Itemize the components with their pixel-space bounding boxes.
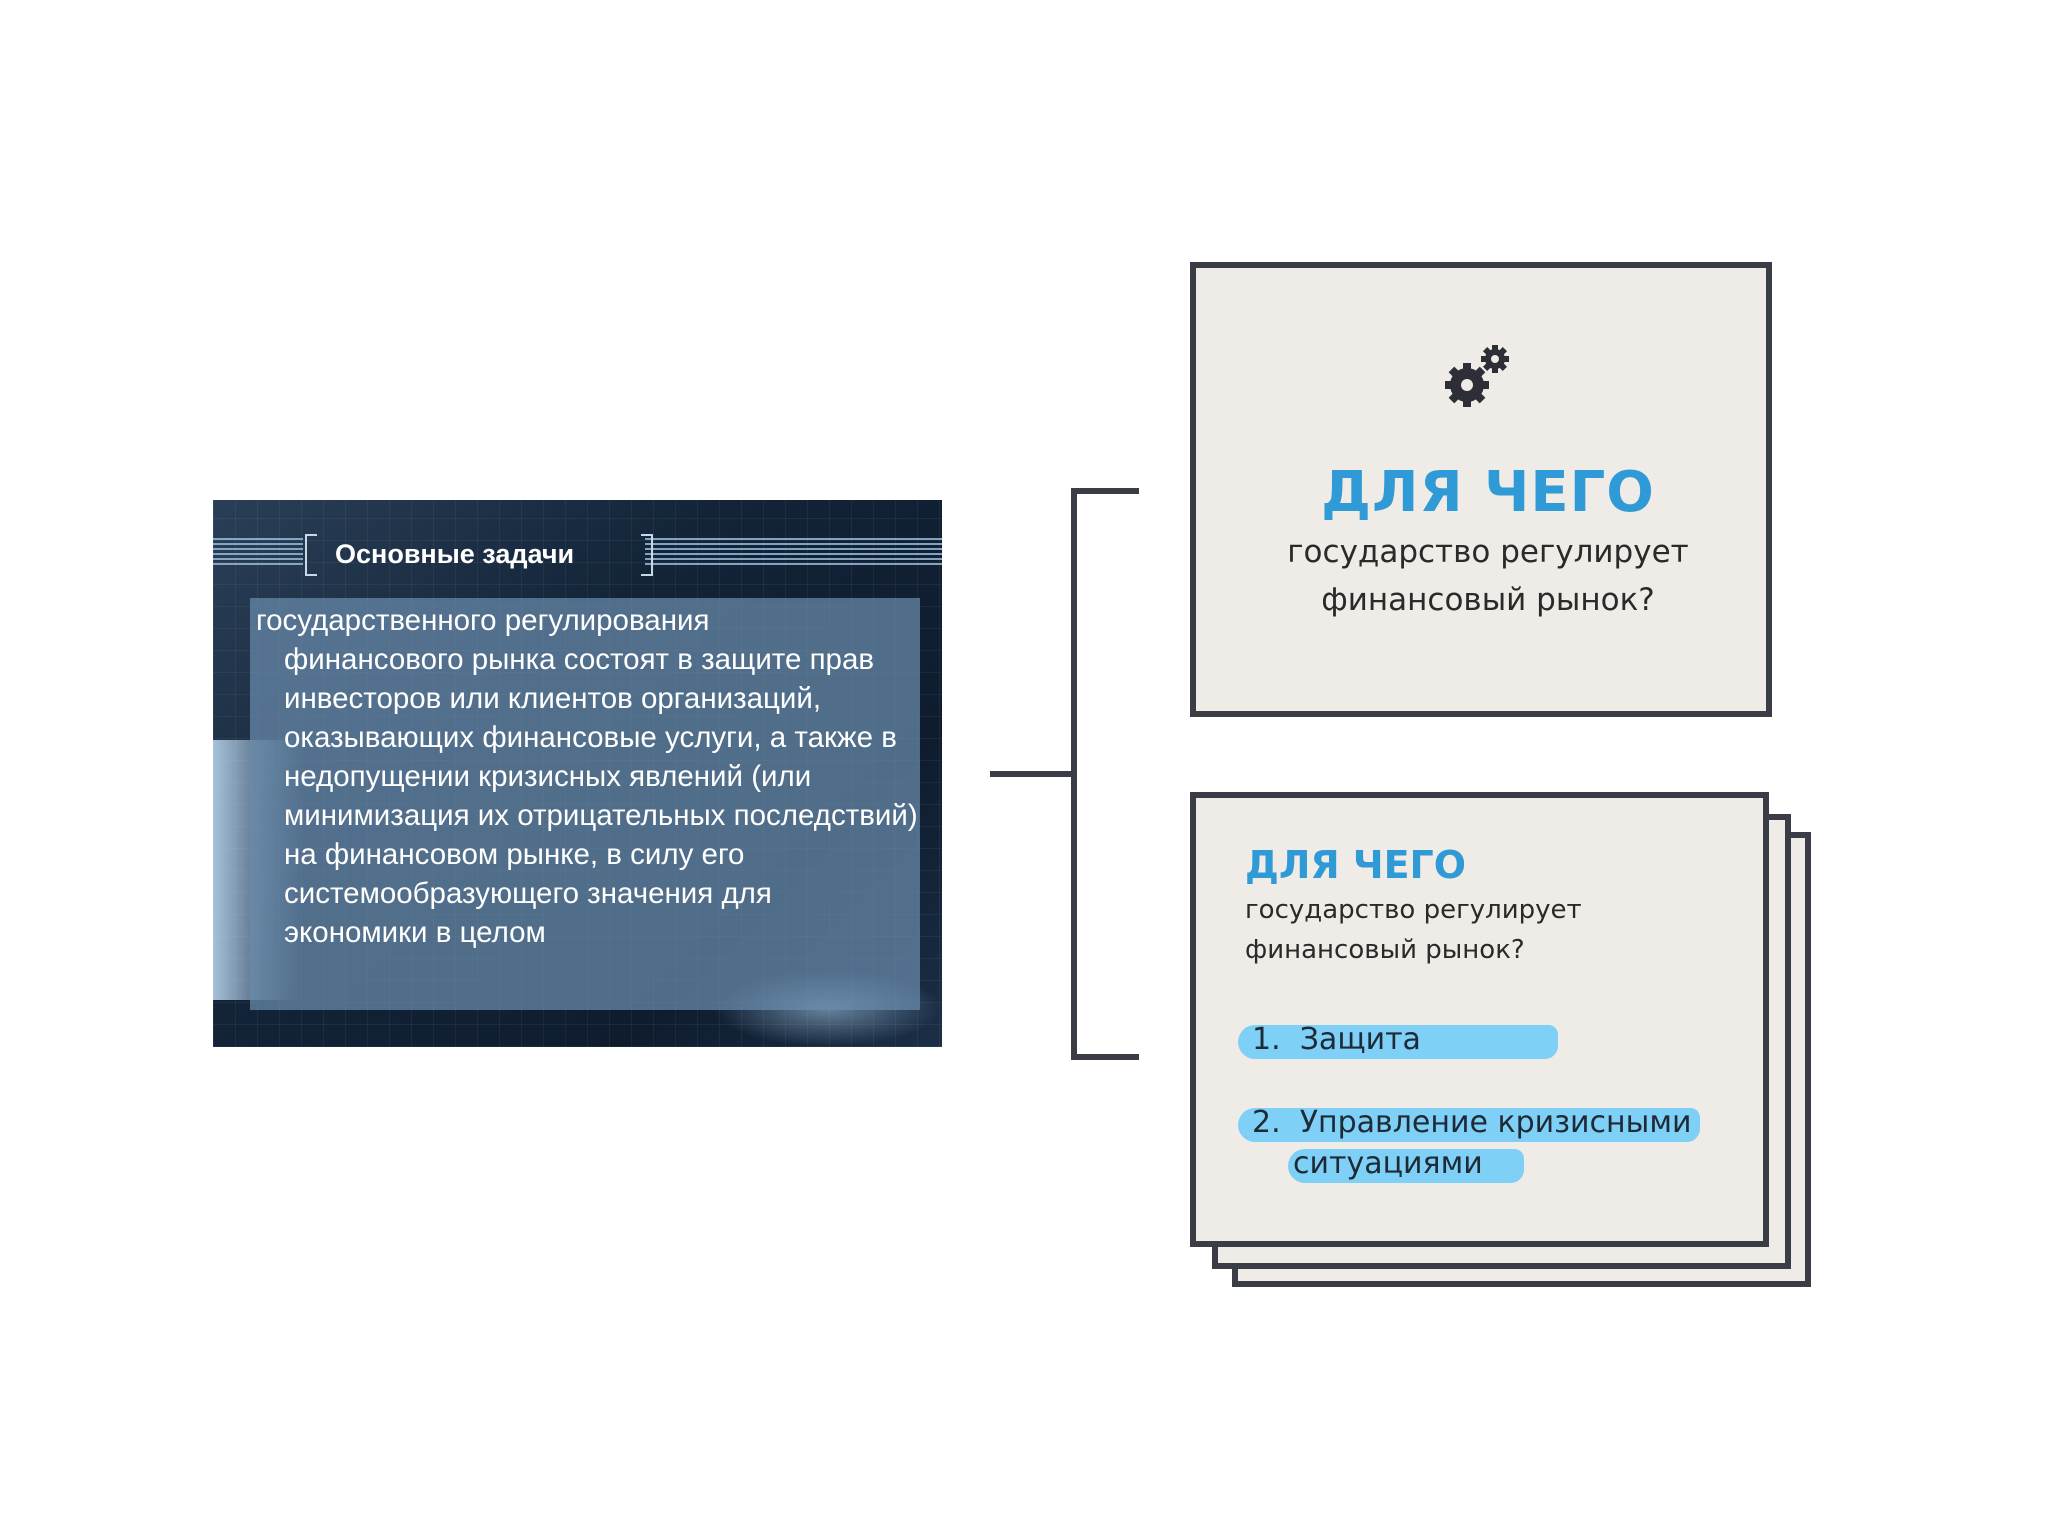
connector-vertical xyxy=(1071,488,1077,1060)
slide-stripes-left xyxy=(213,538,303,568)
item-1-text: Защита xyxy=(1299,1022,1421,1057)
slide-stripes-right xyxy=(645,538,942,568)
slide-text-first-line: государственного регулирования xyxy=(256,604,710,637)
connector-stem xyxy=(990,771,1074,777)
card-bottom-subtitle-line2: финансовый рынок? xyxy=(1245,935,1525,965)
item-2-number: 2. xyxy=(1252,1105,1281,1140)
slide-text-rest: финансового рынка состоят в защите прав … xyxy=(284,643,918,949)
card-bottom-subtitle-line1: государство регулирует xyxy=(1245,895,1582,925)
item-2: 2. Управление кризисными xyxy=(1252,1103,1691,1143)
card-top-subtitle-line1: государство регулирует xyxy=(1287,534,1689,570)
connector-bottom-arm xyxy=(1071,1054,1139,1060)
card-top-heading: ДЛЯ ЧЕГО xyxy=(1321,460,1655,525)
title-bracket-left xyxy=(305,534,317,576)
card-bottom-heading: ДЛЯ ЧЕГО xyxy=(1245,843,1467,887)
slide-textbox xyxy=(250,598,920,1010)
item-2-highlight-line1 xyxy=(1238,1108,1700,1142)
card-top-subtitle-line2: финансовый рынок? xyxy=(1321,582,1655,618)
item-1-highlight xyxy=(1238,1025,1558,1059)
slide-text: государственного регулирования финансово… xyxy=(256,601,918,952)
gears-icon xyxy=(1445,345,1509,407)
item-1: 1. Защита xyxy=(1252,1020,1421,1060)
card-top-subtitle: государство регулирует финансовый рынок? xyxy=(1198,528,1778,624)
card-top xyxy=(1190,262,1772,717)
slide-image: Основные задачи государственного регулир… xyxy=(213,500,942,1047)
slide-title: Основные задачи xyxy=(335,539,575,569)
item-2-line2: ситуациями xyxy=(1293,1146,1483,1181)
item-1-number: 1. xyxy=(1252,1022,1281,1057)
title-bracket-right xyxy=(641,534,653,576)
item-2-highlight-line2 xyxy=(1288,1149,1524,1183)
item-2-text-line1: Управление кризисными xyxy=(1299,1105,1692,1140)
card-bottom-subtitle: государство регулирует финансовый рынок? xyxy=(1245,890,1665,970)
connector-top-arm xyxy=(1071,488,1139,494)
